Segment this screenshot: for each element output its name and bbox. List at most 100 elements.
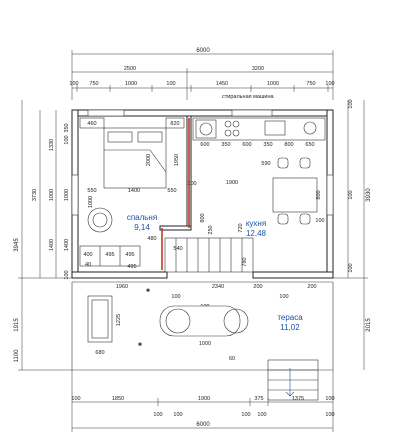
dim-int: 600 <box>242 142 251 148</box>
dim-int: 400 <box>83 252 92 258</box>
dim-bottom2-1: 100 <box>173 412 182 418</box>
dim-int: 780 <box>242 257 248 266</box>
room-area-kitchen: 12,48 <box>246 229 267 238</box>
dim-left-inner-1: 1000 <box>49 189 55 201</box>
window-bedroom <box>87 109 125 117</box>
dim-top-row2-5: 1000 <box>267 81 279 87</box>
dim-right-inner-2: 100 <box>348 263 354 272</box>
left-dimensions: 3945 1915 1100 3730 1330 1000 1400 350 1… <box>14 100 72 371</box>
dim-bottom-0: 100 <box>71 396 80 402</box>
stairs <box>164 237 254 273</box>
dim-right-outer-0: 3930 <box>366 188 372 202</box>
dim-bottom-1: 1850 <box>112 396 124 402</box>
dim-right-outer-1: 2015 <box>366 318 372 332</box>
room-name-terrace: тераса <box>277 313 303 322</box>
nightstand-left <box>79 117 105 129</box>
plant-icon: ❀ <box>138 341 143 348</box>
bed <box>103 127 167 189</box>
dim-top-row2-1: 750 <box>89 81 98 87</box>
dim-int: 1000 <box>199 341 211 347</box>
chair <box>277 157 289 169</box>
dim-int: 540 <box>173 246 182 252</box>
dim-int: 1225 <box>116 314 122 326</box>
chair <box>299 213 311 225</box>
dim-top-total: 6000 <box>196 48 210 54</box>
room-area-terrace: 11,02 <box>280 323 300 332</box>
dim-int: 2000 <box>146 154 152 166</box>
dim-int: 590 <box>261 161 270 167</box>
dim-int: 250 <box>208 225 214 234</box>
dim-left-inner-2: 1400 <box>49 239 55 251</box>
dim-int: 350 <box>221 142 230 148</box>
dim-top-row1-a: 2500 <box>124 66 136 72</box>
terrace-chair <box>165 308 191 334</box>
dim-int: 820 <box>170 121 179 127</box>
dim-int: 200 <box>253 284 262 290</box>
dim-int: 680 <box>95 350 104 356</box>
dim-int: 2340 <box>212 284 224 290</box>
dim-top-row2-4: 1450 <box>216 81 228 87</box>
dim-int: 800 <box>200 213 206 222</box>
dim-int: 650 <box>305 142 314 148</box>
dim-left-small-4: 100 <box>64 270 70 279</box>
dim-int: 550 <box>87 188 96 194</box>
dim-left-small-2: 1000 <box>64 189 70 201</box>
dim-int: 1400 <box>128 188 140 194</box>
bedroom: спальня 9,14 <box>79 117 185 267</box>
dim-int: 1900 <box>226 180 238 186</box>
house-walls <box>71 109 334 279</box>
bed-blanket <box>104 149 167 173</box>
dim-int: 495 <box>125 252 134 258</box>
dim-int: 495 <box>105 252 114 258</box>
dim-top-row1-b: 3200 <box>252 66 264 72</box>
dim-bottom2-4: 100 <box>325 412 334 418</box>
dim-bottom2-3: 100 <box>257 412 266 418</box>
pillow-left <box>107 131 133 143</box>
interior-dimensions: 460 820 1950 2000 550 1400 550 800 100 1… <box>83 121 324 362</box>
room-name-bedroom: спальня <box>127 213 157 222</box>
dim-right-inner-1: 100 <box>348 190 354 199</box>
dim-int: 1960 <box>116 284 128 290</box>
armchair-seat <box>92 212 108 228</box>
dim-left-outer-0: 3945 <box>14 238 20 252</box>
dim-bottom-2: 1900 <box>198 396 210 402</box>
dim-int: 100 <box>171 294 180 300</box>
terrace-table <box>159 305 241 337</box>
dim-top-row2-2: 1000 <box>125 81 137 87</box>
arrow-icon <box>285 368 295 397</box>
pillow-right <box>137 131 163 143</box>
terrace-chair <box>223 308 249 334</box>
dim-int: 60 <box>229 356 235 362</box>
washer-label: стиральная машина <box>222 94 274 100</box>
dim-int: 800 <box>316 190 322 199</box>
bottom-dimensions: 100 1850 1900 375 1375 100 100 100 100 1… <box>71 370 335 432</box>
wardrobe <box>79 245 141 267</box>
nightstand-right <box>165 117 185 129</box>
dim-int: 800 <box>284 142 293 148</box>
dim-bottom2-0: 100 <box>153 412 162 418</box>
wall-partition-low <box>159 225 192 231</box>
dim-bottom2-2: 100 <box>241 412 250 418</box>
dim-int: 1950 <box>174 154 180 166</box>
dim-bottom-3: 375 <box>254 396 263 402</box>
dim-left-small-0: 350 <box>64 123 70 132</box>
dim-top-row2-6: 750 <box>306 81 315 87</box>
chair <box>277 213 289 225</box>
dim-int: 40 <box>85 262 91 268</box>
dim-left-outer-2: 1100 <box>14 349 20 363</box>
sink-round <box>303 121 317 135</box>
dim-left-mid-0: 3730 <box>32 189 38 201</box>
window-kitchen <box>231 109 273 117</box>
dim-bottom-total: 6000 <box>196 422 210 428</box>
dim-top-row2-3: 100 <box>166 81 175 87</box>
dim-top-row2-0: 100 <box>69 81 78 87</box>
chair <box>299 157 311 169</box>
dim-right-inner-0: 100 <box>348 99 354 108</box>
dim-int: 460 <box>87 121 96 127</box>
dining-table <box>272 177 318 213</box>
dim-int: 720 <box>238 223 244 232</box>
dim-int: 350 <box>263 142 272 148</box>
room-name-kitchen: кухня <box>246 219 266 228</box>
dim-int: 200 <box>307 284 316 290</box>
